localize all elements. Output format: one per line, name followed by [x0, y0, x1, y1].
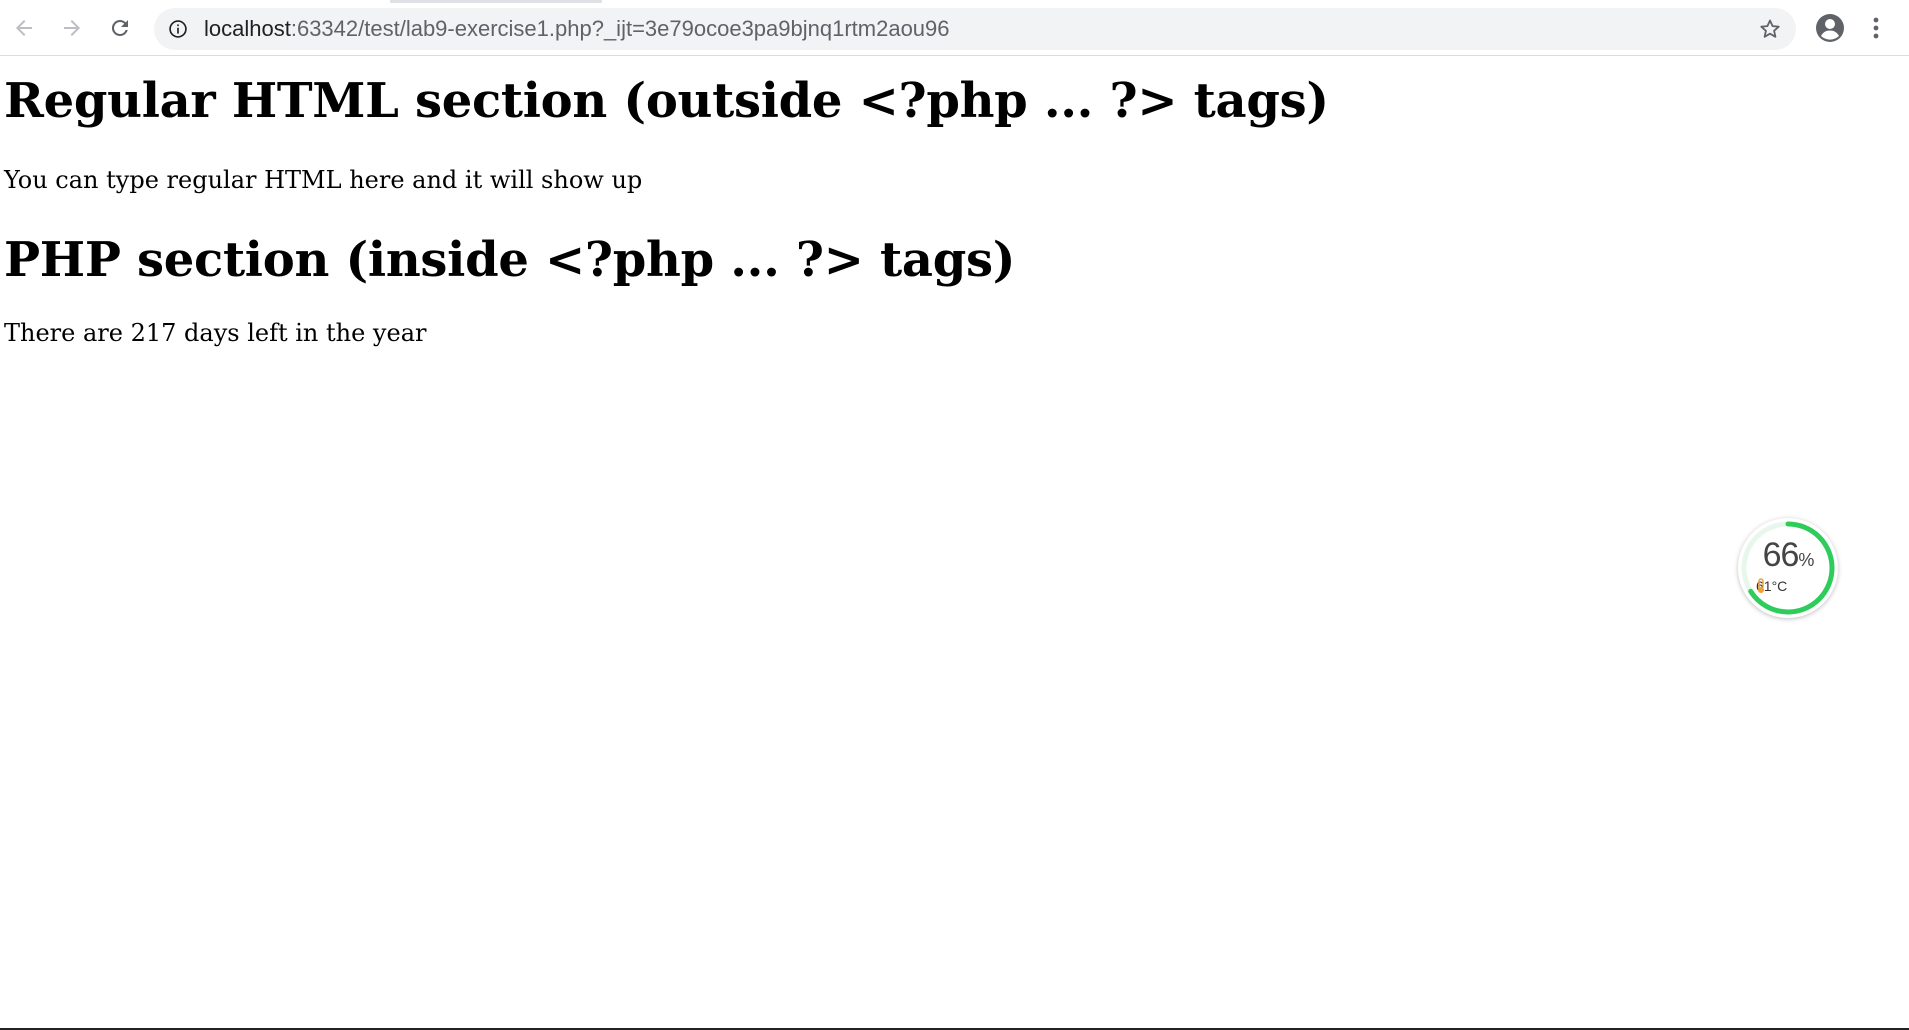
window-bottom-edge	[0, 1028, 1909, 1030]
account-icon[interactable]	[1814, 12, 1846, 44]
arrow-right-icon	[64, 20, 80, 36]
paragraph-days-left: There are 217 days left in the year	[4, 319, 427, 347]
heading-php-section: PHP section (inside <?php ... ?> tags)	[4, 232, 1016, 288]
forward-button[interactable]	[56, 8, 88, 48]
reload-button[interactable]	[104, 8, 136, 48]
paragraph-html-section: You can type regular HTML here and it wi…	[4, 166, 643, 194]
arrow-left-icon	[16, 20, 32, 36]
gauge-ring	[1741, 521, 1835, 615]
cpu-gauge-widget[interactable]: 66% 61°C	[1738, 518, 1838, 618]
back-button[interactable]	[8, 8, 40, 48]
browser-toolbar: localhost:63342/test/lab9-exercise1.php?…	[0, 0, 1909, 56]
heading-html-section: Regular HTML section (outside <?php ... …	[4, 73, 1329, 129]
info-icon[interactable]	[168, 19, 188, 39]
reload-icon	[111, 19, 128, 36]
url-host: localhost	[204, 16, 291, 41]
page-content: Regular HTML section (outside <?php ... …	[4, 57, 1864, 361]
url-text[interactable]: localhost:63342/test/lab9-exercise1.php?…	[204, 8, 950, 50]
gauge-percent-value: 66	[1762, 536, 1800, 574]
gauge-percent: 66%	[1738, 536, 1838, 575]
thermometer-icon	[1758, 578, 1764, 593]
tab-strip-indicator	[390, 0, 602, 3]
url-path: :63342/test/lab9-exercise1.php?_ijt=3e79…	[290, 16, 950, 41]
address-bar[interactable]: localhost:63342/test/lab9-exercise1.php?…	[154, 8, 1796, 50]
star-icon[interactable]	[1758, 17, 1782, 41]
gauge-percent-unit: %	[1798, 550, 1814, 570]
gauge-temperature: 61°C	[1756, 578, 1826, 594]
kebab-menu-icon[interactable]	[1868, 12, 1884, 44]
